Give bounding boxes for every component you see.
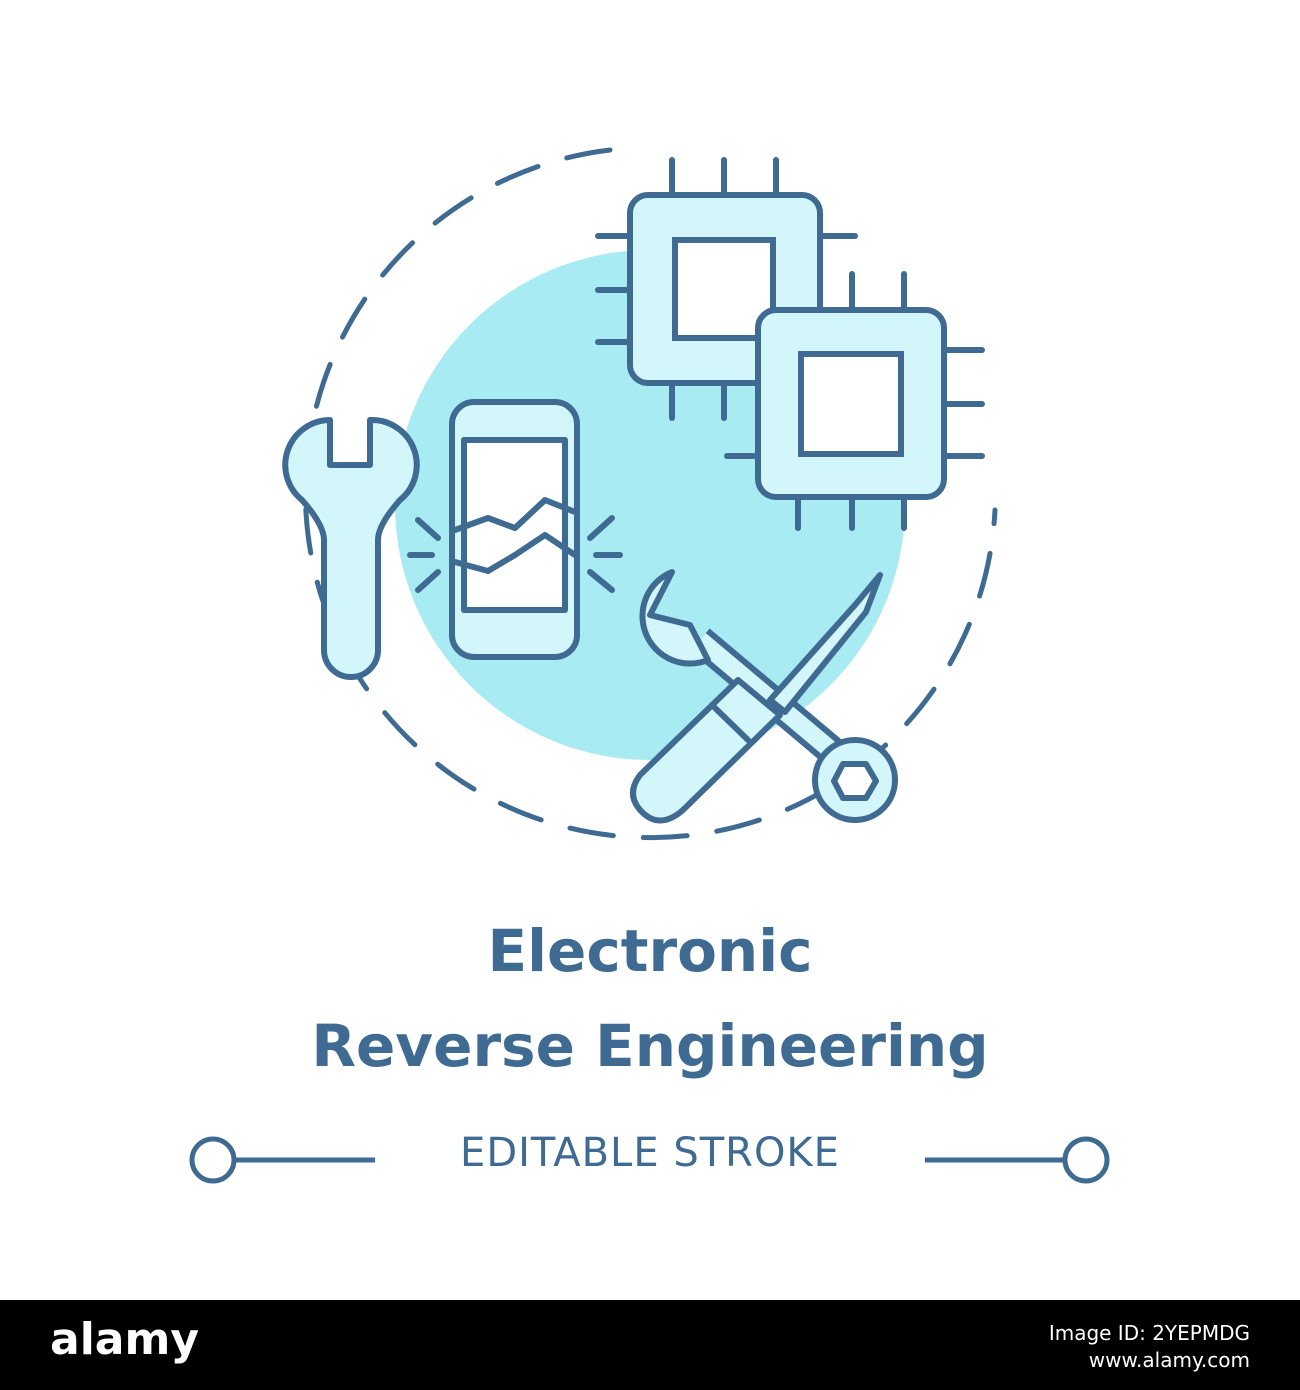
footer-bar: [0, 1300, 1300, 1390]
brand-logo: alamy: [50, 1314, 199, 1365]
concept-illustration: [282, 147, 998, 841]
image-meta: Image ID: 2YEPMDG www.alamy.com: [1049, 1320, 1250, 1374]
tagline: EDITABLE STROKE: [460, 1130, 840, 1176]
broken-phone-icon: [407, 399, 623, 660]
right-node-icon: [1062, 1136, 1110, 1184]
image-id: Image ID: 2YEPMDG: [1048, 1321, 1250, 1345]
microchip-icon: [724, 271, 985, 531]
site-url: www.alamy.com: [1088, 1348, 1250, 1372]
tagline-decoration: [189, 1136, 1110, 1184]
screwdriver-icon: [630, 572, 883, 824]
title-line-2: Reverse Engineering: [311, 1012, 989, 1080]
wrench-icon: [282, 416, 420, 680]
title-line-1: Electronic: [487, 917, 813, 985]
dashed-ring: [302, 147, 998, 841]
